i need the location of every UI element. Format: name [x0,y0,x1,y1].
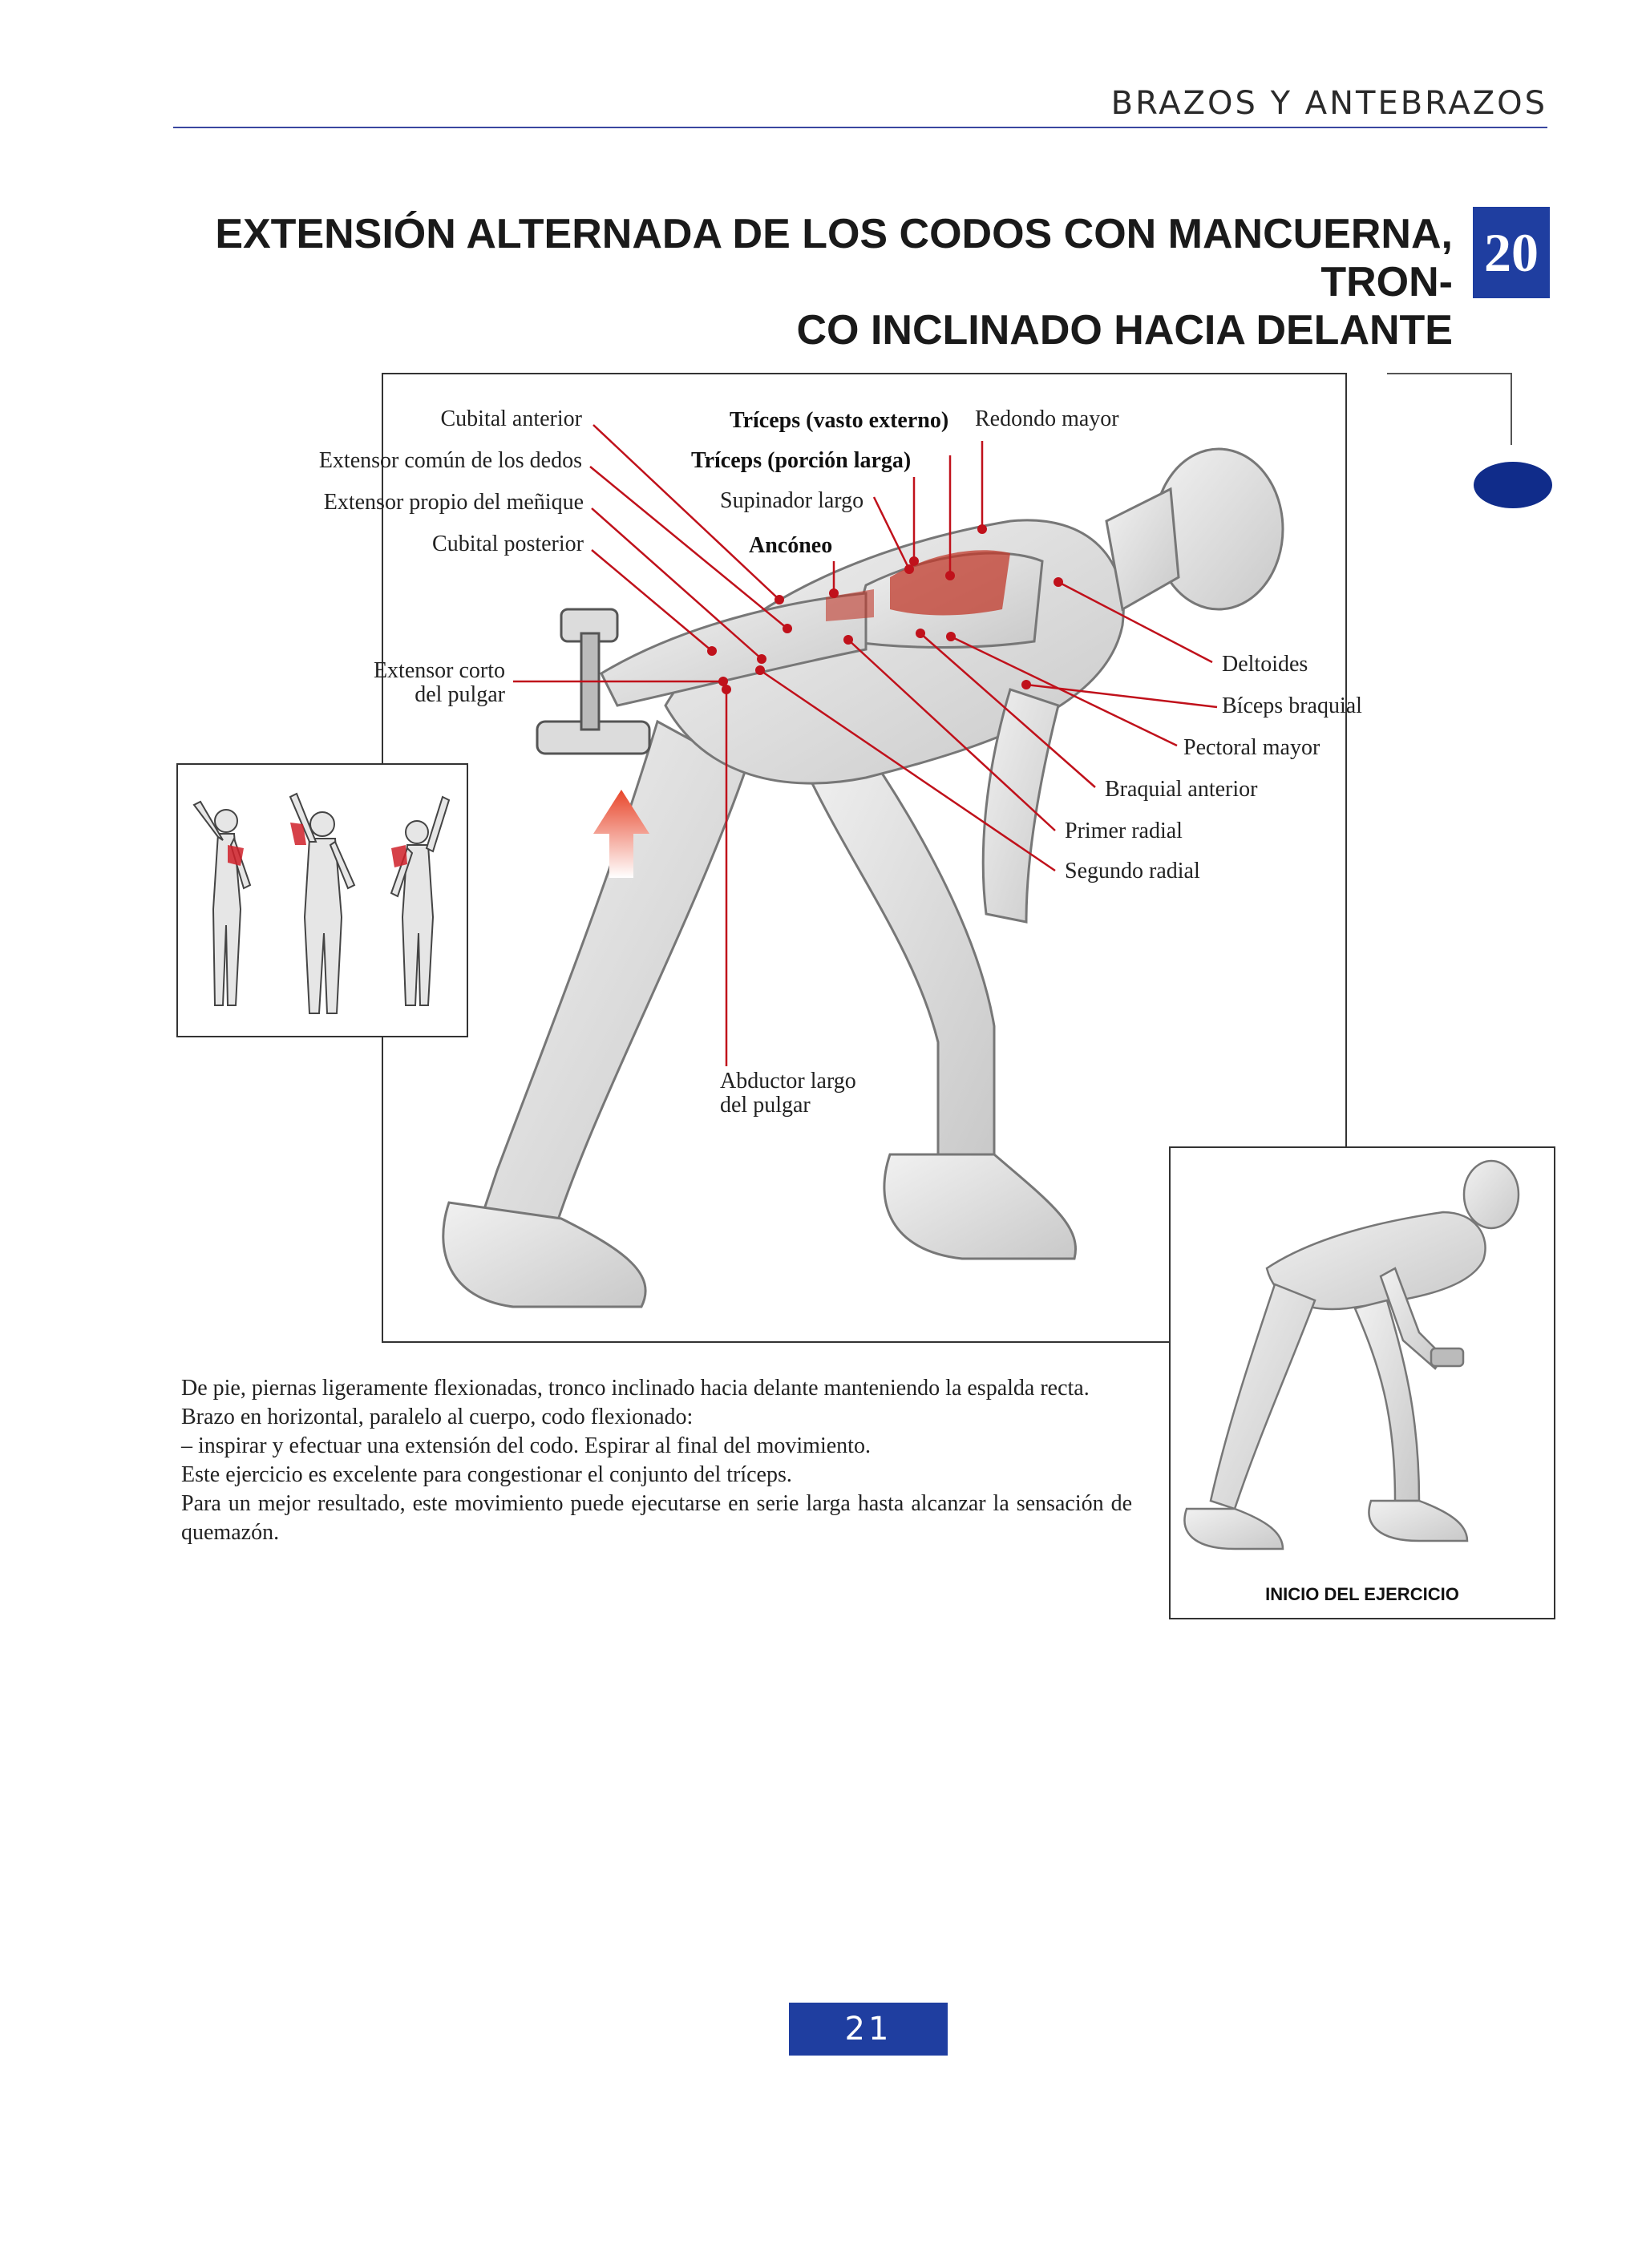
label-biceps: Bíceps braquial [1222,693,1362,718]
exercise-title: EXTENSIÓN ALTERNADA DE LOS CODOS CON MAN… [122,210,1453,354]
anatomy-thumbnail-frame [176,763,468,1037]
label-redondo: Redondo mayor [975,406,1119,431]
title-line-2: CO INCLINADO HACIA DELANTE [796,307,1454,354]
label-extensor-corto-1: Extensor corto [373,658,505,683]
label-abductor-1: Abductor largo [720,1069,856,1094]
corner-bracket-vertical [1511,373,1512,445]
exercise-number-badge: 20 [1473,207,1550,298]
title-line-1: EXTENSIÓN ALTERNADA DE LOS CODOS CON MAN… [215,211,1453,305]
label-supinador: Supinador largo [720,488,864,513]
label-triceps-porcion: Tríceps (porción larga) [691,448,912,473]
label-primer-radial: Primer radial [1065,819,1183,843]
start-position-illustration [1183,1159,1520,1550]
page-number: 21 [789,2003,948,2056]
label-braquial: Braquial anterior [1105,777,1258,802]
description-line: De pie, piernas ligeramente flexionadas,… [181,1376,1090,1401]
label-abductor-2: del pulgar [720,1093,811,1118]
label-triceps-vasto: Tríceps (vasto externo) [730,408,949,433]
triceps-highlight-markers [228,823,407,867]
label-extensor-propio: Extensor propio del meñique [323,490,584,515]
corner-bracket [1387,373,1512,374]
description-line: Brazo en horizontal, paralelo al cuerpo,… [181,1405,694,1429]
description-line: – inspirar y efectuar una extensión del … [181,1433,871,1458]
start-position-caption: INICIO DEL EJERCICIO [1265,1584,1459,1604]
label-segundo-radial: Segundo radial [1065,859,1200,883]
section-header: BRAZOS Y ANTEBRAZOS [1110,85,1547,122]
label-extensor-corto-2: del pulgar [415,682,505,707]
header-rule [173,127,1547,128]
label-cubital-anterior: Cubital anterior [440,406,582,431]
label-deltoides: Deltoides [1222,652,1308,677]
description-line: Este ejercicio es excelente para congest… [181,1462,792,1487]
label-cubital-posterior: Cubital posterior [432,532,584,556]
section-marker-oval [1474,462,1552,508]
anatomy-figure-center [289,792,356,1014]
label-pectoral: Pectoral mayor [1183,735,1320,760]
anatomy-thumbnail [192,792,451,1014]
description-line: Para un mejor resultado, este movimiento… [181,1491,1132,1545]
anatomy-figure-right [390,795,451,1006]
start-position-frame [1169,1146,1555,1619]
anatomy-figure-left [192,800,252,1006]
label-anconeo: Ancóneo [749,533,833,558]
exercise-description: De pie, piernas ligeramente flexionadas,… [181,1374,1132,1547]
label-extensor-comun: Extensor común de los dedos [318,448,582,473]
